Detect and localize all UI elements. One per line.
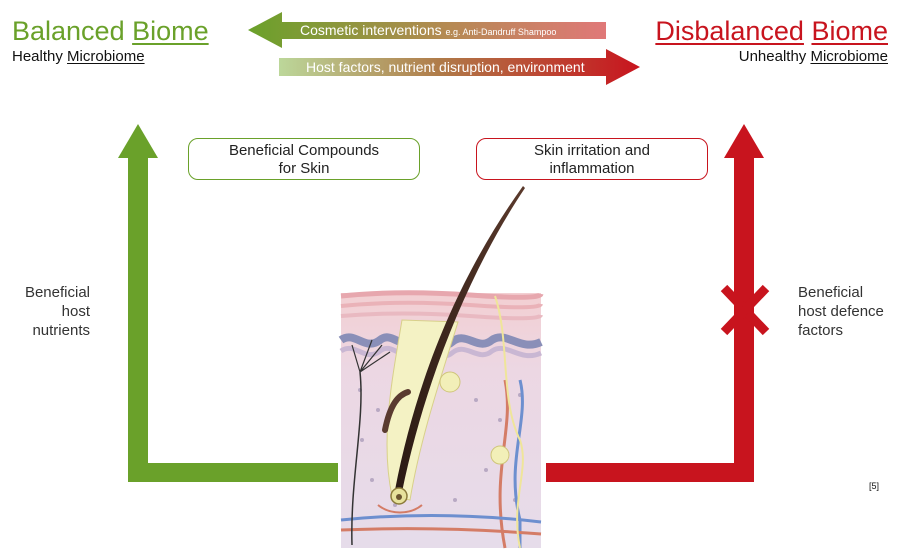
microbiome-word-left: Microbiome [67,48,145,65]
healthy-microbiome-subtitle: Healthy Microbiome [12,48,145,65]
red-up-arrow [546,124,764,482]
green-up-arrow [118,124,338,482]
beneficial-compounds-line2: for Skin [278,160,330,177]
defence-line2: host defence [798,303,884,320]
reference-marker: [5] [869,481,880,491]
biome-word-left: Biome [132,16,209,46]
blocked-x-icon [720,284,770,336]
anti-dandruff-example-text: e.g. Anti-Dandruff Shampoo [445,27,557,37]
defence-line1: Beneficial [798,284,864,301]
skin-irritation-box: Skin irritation and inflammation [476,138,708,180]
beneficial-host-nutrients-label: Beneficial host nutrients [8,283,90,340]
disbalanced-word: Disbalanced [655,16,804,46]
host-factors-arrow [279,49,640,85]
skin-irritation-line1: Skin irritation and [534,142,650,159]
biome-word-right: Biome [811,16,888,46]
healthy-word: Healthy [12,48,63,65]
beneficial-compounds-line1: Beneficial Compounds [228,142,380,159]
skin-irritation-line2: inflammation [549,160,635,177]
defence-line3: factors [798,322,844,339]
balanced-biome-title: Balanced Biome [12,16,209,46]
skin-cross-section-illustration [338,186,544,549]
cosmetic-interventions-label: Cosmetic interventions e.g. Anti-Dandruf… [300,22,556,38]
nutrients-line2: host [61,303,90,320]
nutrients-line1: Beneficial [24,284,90,301]
beneficial-compounds-box: Beneficial Compounds for Skin [188,138,420,180]
host-factors-label: Host factors, nutrient disruption, envir… [306,59,585,75]
unhealthy-microbiome-subtitle: Unhealthy Microbiome [739,48,888,65]
nutrients-line3: nutrients [32,322,90,339]
microbiome-word-right: Microbiome [810,48,888,65]
cosmetic-interventions-arrow [248,12,606,48]
disbalanced-biome-title: Disbalanced Biome [655,16,888,46]
cosmetic-interventions-text: Cosmetic interventions [300,22,442,38]
beneficial-host-defence-label: Beneficial host defence factors [798,283,898,340]
balanced-word: Balanced [12,16,125,46]
unhealthy-word: Unhealthy [738,48,807,65]
